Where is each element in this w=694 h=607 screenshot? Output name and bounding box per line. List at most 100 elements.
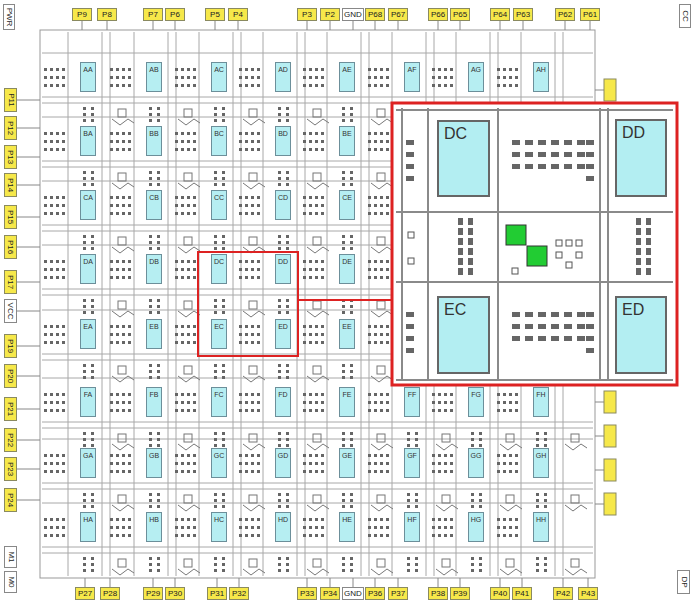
pip-dot	[44, 341, 47, 344]
pip-dot	[374, 204, 377, 207]
pip-dot	[479, 438, 482, 441]
pip-dot	[83, 299, 86, 302]
pip-dot	[406, 176, 414, 181]
pip-dot	[342, 438, 345, 441]
pip-dot	[245, 325, 248, 328]
pip-dot	[468, 258, 473, 265]
pip-dot	[193, 196, 196, 199]
pip-dot	[286, 247, 289, 250]
pin-stub	[17, 311, 40, 312]
pin-stub	[460, 21, 461, 30]
pip-dot	[128, 212, 131, 215]
pip-dot	[122, 84, 125, 87]
logic-block: HA	[80, 512, 96, 542]
pip-dot	[380, 260, 383, 263]
pin-label: P40	[490, 587, 510, 600]
pip-dot	[415, 432, 418, 435]
corner-pin: M1	[4, 546, 17, 568]
routing-wire	[42, 428, 593, 429]
pip-dot	[350, 177, 353, 180]
pip-dot	[368, 409, 371, 412]
block-label: P62	[558, 11, 572, 19]
pip-dot	[181, 268, 184, 271]
pip-dot	[56, 409, 59, 412]
pip-dot	[315, 409, 318, 412]
pip-dot	[432, 470, 435, 473]
pip-dot	[62, 68, 65, 71]
logic-block: GA	[80, 448, 96, 478]
pin-stub	[17, 469, 40, 470]
pip-dot	[122, 526, 125, 529]
pip-dot	[315, 276, 318, 279]
block-label: P63	[516, 11, 530, 19]
pip-dot	[309, 454, 312, 457]
pip-dot	[309, 140, 312, 143]
pip-dot	[374, 526, 377, 529]
pip-dot	[181, 409, 184, 412]
pip-dot	[56, 68, 59, 71]
pip-dot	[380, 140, 383, 143]
pip-dot	[368, 212, 371, 215]
switch-matrix	[249, 237, 257, 245]
pip-dot	[544, 557, 547, 560]
pip-dot	[257, 462, 260, 465]
pip-dot	[193, 132, 196, 135]
pip-dot	[91, 311, 94, 314]
pip-dot	[128, 148, 131, 151]
pip-dot	[251, 276, 254, 279]
switch-matrix	[184, 559, 192, 567]
pip-dot	[286, 499, 289, 502]
pip-dot	[62, 276, 65, 279]
pip-dot	[245, 526, 248, 529]
pip-dot	[577, 140, 585, 145]
pip-dot	[222, 493, 225, 496]
pip-dot	[257, 333, 260, 336]
block-label: GG	[471, 452, 482, 459]
pip-dot	[380, 68, 383, 71]
block-label: P2	[325, 11, 335, 19]
pip-dot	[380, 148, 383, 151]
pip-dot	[110, 268, 113, 271]
pip-dot	[56, 393, 59, 396]
pip-dot	[116, 260, 119, 263]
switch-matrix	[243, 311, 265, 317]
switch-matrix	[118, 109, 126, 117]
block-label: BD	[278, 130, 288, 137]
block-label: P15	[7, 210, 15, 224]
pip-dot	[374, 196, 377, 199]
pip-dot	[116, 462, 119, 465]
pip-dot	[193, 409, 196, 412]
pip-dot	[157, 438, 160, 441]
switch-matrix	[377, 237, 385, 245]
pip-dot	[444, 526, 447, 529]
pip-dot	[251, 462, 254, 465]
block-label: FB	[150, 391, 159, 398]
pip-dot	[50, 148, 53, 151]
pip-dot	[157, 569, 160, 572]
pip-dot	[564, 312, 572, 317]
pip-dot	[128, 518, 131, 521]
pip-dot	[187, 401, 190, 404]
pip-dot	[380, 76, 383, 79]
pip-dot	[509, 470, 512, 473]
pip-dot	[239, 132, 242, 135]
pip-dot	[214, 438, 217, 441]
pip-dot	[50, 212, 53, 215]
logic-block-zoomed: EC	[437, 296, 490, 374]
pip-dot	[406, 312, 414, 317]
block-label: HB	[149, 516, 159, 523]
pip-dot	[458, 238, 463, 245]
pip-dot	[386, 140, 389, 143]
logic-block: AH	[533, 62, 549, 92]
switch-matrix	[118, 559, 126, 567]
pip-dot	[471, 444, 474, 447]
pip-dot	[497, 470, 500, 473]
pip-dot	[56, 196, 59, 199]
pip-dot	[44, 132, 47, 135]
pip-dot	[315, 341, 318, 344]
pip-dot	[149, 499, 152, 502]
pip-dot	[257, 132, 260, 135]
block-label: P8	[102, 11, 112, 19]
pip-dot	[222, 499, 225, 502]
pin-label: P9	[72, 8, 92, 21]
